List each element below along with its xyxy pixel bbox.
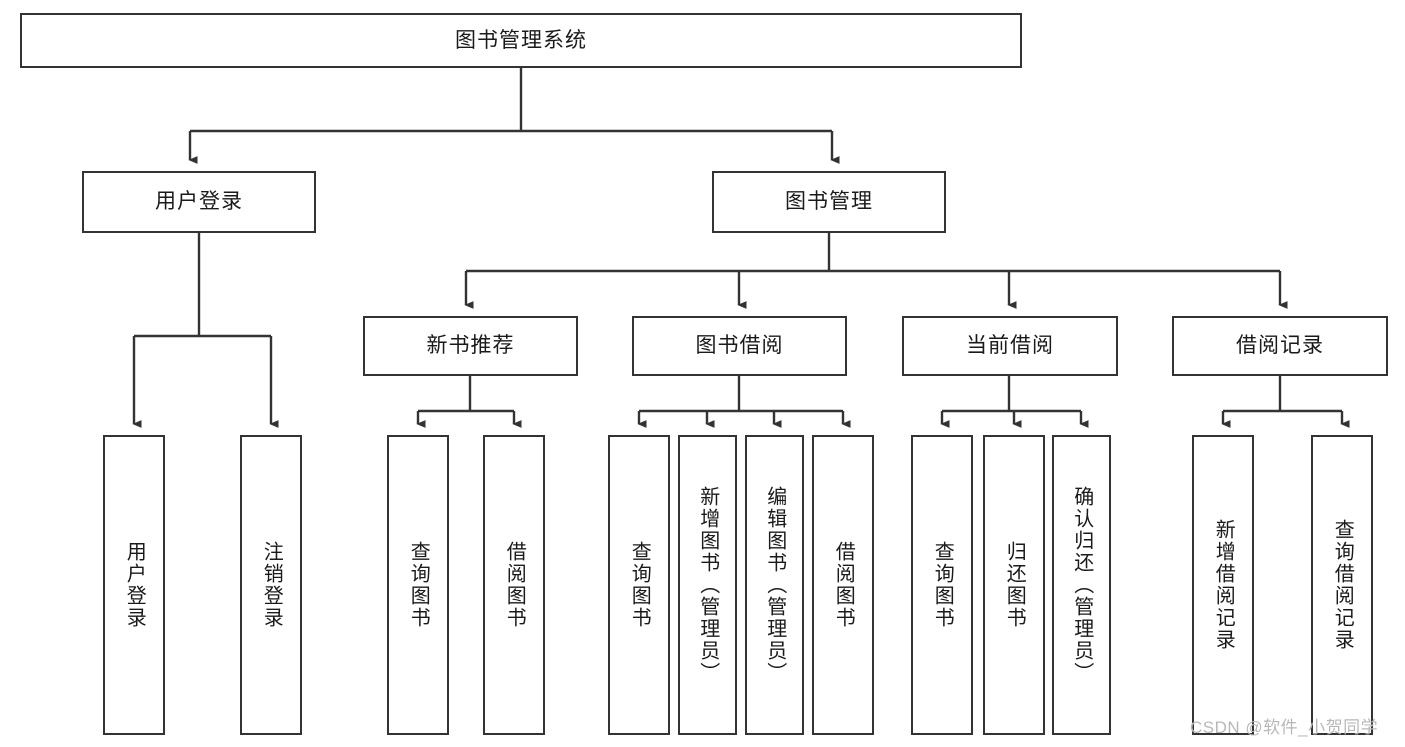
node-leaf-add-book-admin[interactable]: 新增图书（管理员） (678, 435, 737, 735)
node-leaf-query-book-recommend-label: 查询图书 (407, 541, 430, 629)
node-leaf-borrow-book-recommend-label: 借阅图书 (503, 541, 526, 629)
node-borrow-record-label: 借阅记录 (1236, 334, 1324, 358)
node-book-borrow[interactable]: 图书借阅 (632, 316, 847, 376)
node-leaf-query-book-borrow[interactable]: 查询图书 (608, 435, 670, 735)
node-leaf-user-login[interactable]: 用户登录 (103, 435, 165, 735)
node-new-book-recommend-label: 新书推荐 (426, 334, 515, 358)
node-leaf-user-login-label: 用户登录 (123, 541, 146, 629)
node-new-book-recommend[interactable]: 新书推荐 (363, 316, 578, 376)
csdn-watermark: CSDN @软件_小贺同学 (1190, 718, 1379, 737)
node-leaf-confirm-return-admin[interactable]: 确认归还（管理员） (1052, 435, 1111, 735)
node-leaf-borrow-book-recommend[interactable]: 借阅图书 (483, 435, 545, 735)
node-book-borrow-label: 图书借阅 (695, 334, 784, 358)
node-leaf-query-book-current-label: 查询图书 (931, 541, 954, 629)
node-leaf-logout-login[interactable]: 注销登录 (240, 435, 302, 735)
node-borrow-record[interactable]: 借阅记录 (1172, 316, 1388, 376)
node-leaf-query-book-recommend[interactable]: 查询图书 (387, 435, 449, 735)
node-current-borrow[interactable]: 当前借阅 (902, 316, 1118, 376)
node-leaf-query-borrow-record[interactable]: 查询借阅记录 (1311, 435, 1373, 735)
node-leaf-return-book[interactable]: 归还图书 (983, 435, 1045, 735)
node-leaf-add-borrow-record[interactable]: 新增借阅记录 (1192, 435, 1254, 735)
node-leaf-edit-book-admin-label: 编辑图书（管理员） (763, 486, 786, 684)
node-leaf-return-book-label: 归还图书 (1003, 541, 1026, 629)
node-leaf-logout-login-label: 注销登录 (260, 541, 283, 629)
node-book-management[interactable]: 图书管理 (712, 171, 946, 233)
node-current-borrow-label: 当前借阅 (966, 334, 1054, 358)
node-user-login[interactable]: 用户登录 (82, 171, 316, 233)
node-leaf-query-borrow-record-label: 查询借阅记录 (1331, 519, 1354, 651)
node-leaf-query-book-borrow-label: 查询图书 (628, 541, 651, 629)
node-user-login-label: 用户登录 (155, 190, 243, 214)
node-leaf-query-book-current[interactable]: 查询图书 (911, 435, 973, 735)
node-leaf-confirm-return-admin-label: 确认归还（管理员） (1070, 486, 1093, 684)
node-leaf-borrow-book-borrow-label: 借阅图书 (832, 541, 855, 629)
node-root[interactable]: 图书管理系统 (20, 13, 1022, 68)
node-root-label: 图书管理系统 (455, 28, 587, 52)
node-leaf-add-borrow-record-label: 新增借阅记录 (1212, 519, 1235, 651)
node-leaf-borrow-book-borrow[interactable]: 借阅图书 (812, 435, 874, 735)
node-book-management-label: 图书管理 (785, 190, 873, 214)
node-leaf-edit-book-admin[interactable]: 编辑图书（管理员） (745, 435, 804, 735)
node-leaf-add-book-admin-label: 新增图书（管理员） (696, 486, 719, 684)
